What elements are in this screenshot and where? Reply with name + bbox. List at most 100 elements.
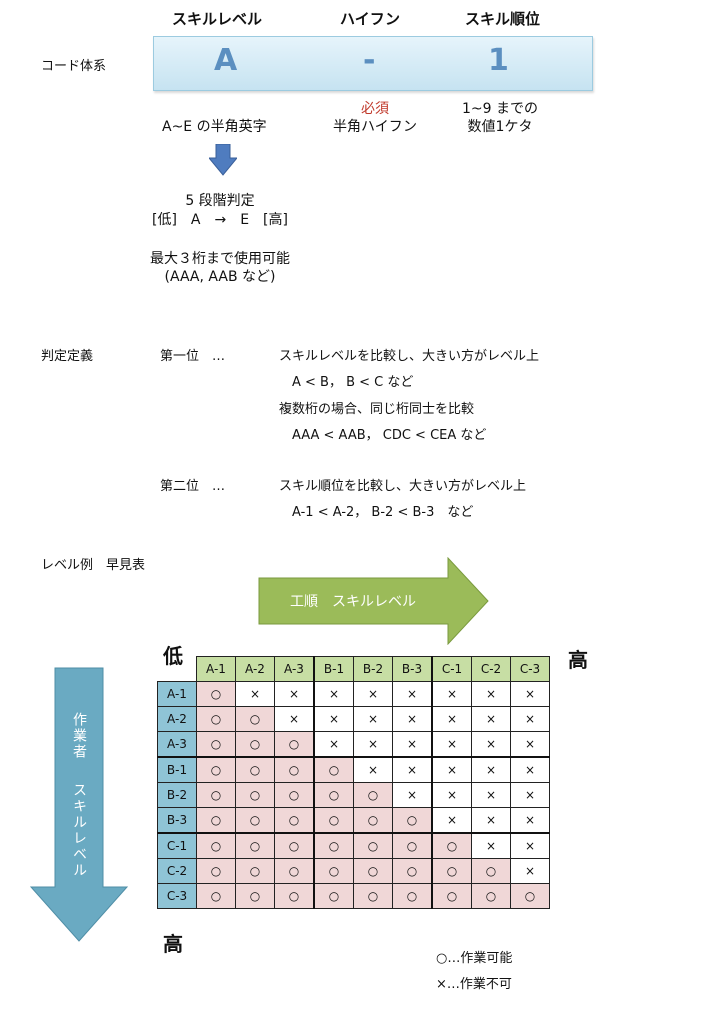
grid-cell: ○ (196, 756, 236, 783)
grid-cell: × (353, 731, 393, 758)
grid-cell: × (313, 706, 354, 732)
level-grid: A-1 A-2 A-3 B-1 B-2 B-3 C-1 C-2 C-3 A-1 … (157, 656, 550, 909)
worker-arrow-icon (30, 667, 128, 942)
grid-cell: × (313, 731, 354, 758)
code-system-label: コード体系 (41, 59, 107, 74)
table-row: B-3 ○ ○ ○ ○ ○ ○ × × × (157, 807, 550, 834)
grid-cell: ○ (196, 731, 236, 758)
down-arrow-icon (209, 144, 237, 176)
grid-cell: ○ (196, 681, 236, 707)
first-line-4: AAA < AAB， CDC < CEA など (292, 428, 487, 443)
grid-cell: × (235, 681, 275, 707)
code-hyphen: - (363, 43, 376, 78)
grid-header-row: A-1 A-2 A-3 B-1 B-2 B-3 C-1 C-2 C-3 (158, 656, 550, 682)
row-header: C-2 (157, 858, 197, 884)
high-right-label: 高 (568, 648, 588, 672)
grid-cell: × (392, 782, 433, 808)
grading-line4: (AAA, AAB など) (164, 269, 276, 285)
col-header: A-3 (274, 656, 315, 682)
grid-cell: × (353, 681, 393, 707)
grid-cell: × (471, 731, 511, 758)
grid-cell: ○ (392, 807, 433, 834)
definition-label: 判定定義 (41, 349, 94, 364)
note-digit-line2: 数値1ケタ (467, 119, 533, 135)
grid-cell: × (274, 681, 315, 707)
grid-cell: × (510, 807, 550, 834)
code-letter: A (214, 43, 238, 78)
grid-cell: × (510, 681, 550, 707)
grid-cell: × (431, 756, 472, 783)
code-digit: 1 (488, 43, 509, 78)
grid-cell: ○ (392, 832, 433, 859)
grid-cell: × (392, 706, 433, 732)
row-header: B-3 (157, 807, 197, 834)
grid-cell: ○ (196, 706, 236, 732)
header-hyphen: ハイフン (340, 10, 401, 28)
grid-cell: × (392, 731, 433, 758)
grid-cell: ○ (353, 858, 393, 884)
col-header: C-3 (510, 656, 550, 682)
second-rank-label: 第二位 … (160, 479, 226, 494)
grid-cell: × (392, 756, 433, 783)
grid-cell: ○ (313, 807, 354, 834)
grid-cell: ○ (313, 832, 354, 859)
code-box: A - 1 (153, 36, 593, 91)
col-header: B-2 (353, 656, 393, 682)
grid-cell: × (431, 731, 472, 758)
high-bottom-label: 高 (163, 932, 183, 956)
first-line-3: 複数桁の場合、同じ桁同士を比較 (279, 402, 475, 417)
grid-cell: ○ (431, 832, 472, 859)
note-required: 必須 (361, 101, 389, 117)
col-header: B-1 (313, 656, 354, 682)
worker-arrow-label: 作業者 スキルレベル (71, 712, 87, 879)
legend-ng: ×…作業不可 (436, 977, 512, 992)
grid-cell: ○ (235, 832, 275, 859)
grid-cell: ○ (235, 706, 275, 732)
grid-cell: ○ (431, 883, 472, 909)
grid-cell: × (431, 706, 472, 732)
grid-cell: ○ (274, 883, 315, 909)
grid-cell: × (313, 681, 354, 707)
grid-cell: ○ (235, 858, 275, 884)
grid-cell: ○ (196, 832, 236, 859)
col-header: C-2 (471, 656, 511, 682)
grid-cell: ○ (353, 832, 393, 859)
grid-cell: × (353, 756, 393, 783)
grid-cell: ○ (235, 731, 275, 758)
header-skill-level: スキルレベル (172, 10, 263, 28)
grid-cell: ○ (274, 782, 315, 808)
grid-cell: × (471, 807, 511, 834)
table-row: C-1 ○ ○ ○ ○ ○ ○ ○ × × (157, 832, 550, 859)
first-rank-label: 第一位 … (160, 349, 226, 364)
header-skill-rank: スキル順位 (465, 10, 541, 28)
row-header: A-3 (157, 731, 197, 758)
row-header: B-2 (157, 782, 197, 808)
grid-cell: ○ (274, 832, 315, 859)
grading-line1: 5 段階判定 (185, 193, 255, 209)
grid-cell: ○ (274, 858, 315, 884)
grid-cell: ○ (313, 858, 354, 884)
grid-cell: ○ (313, 883, 354, 909)
col-header: B-3 (392, 656, 433, 682)
table-row: A-3 ○ ○ ○ × × × × × × (157, 731, 550, 758)
grid-cell: ○ (431, 858, 472, 884)
col-header: A-1 (196, 656, 236, 682)
row-header: C-1 (157, 832, 197, 859)
grid-cell: × (510, 858, 550, 884)
table-row: A-1 ○ × × × × × × × × (157, 681, 550, 707)
grid-cell: × (274, 706, 315, 732)
grid-cell: ○ (510, 883, 550, 909)
grid-cell: ○ (392, 883, 433, 909)
grid-cell: × (510, 782, 550, 808)
table-row: A-2 ○ ○ × × × × × × × (157, 706, 550, 732)
grid-cell: ○ (274, 756, 315, 783)
col-header: C-1 (431, 656, 472, 682)
first-line-2: A < B， B < C など (292, 375, 414, 390)
legend-ok: ○…作業可能 (436, 951, 513, 966)
grid-cell: ○ (274, 807, 315, 834)
grid-cell: × (510, 731, 550, 758)
grid-cell: ○ (196, 782, 236, 808)
grid-cell: × (471, 681, 511, 707)
grid-cell: × (510, 706, 550, 732)
second-line-2: A-1 < A-2， B-2 < B-3 など (292, 505, 474, 520)
